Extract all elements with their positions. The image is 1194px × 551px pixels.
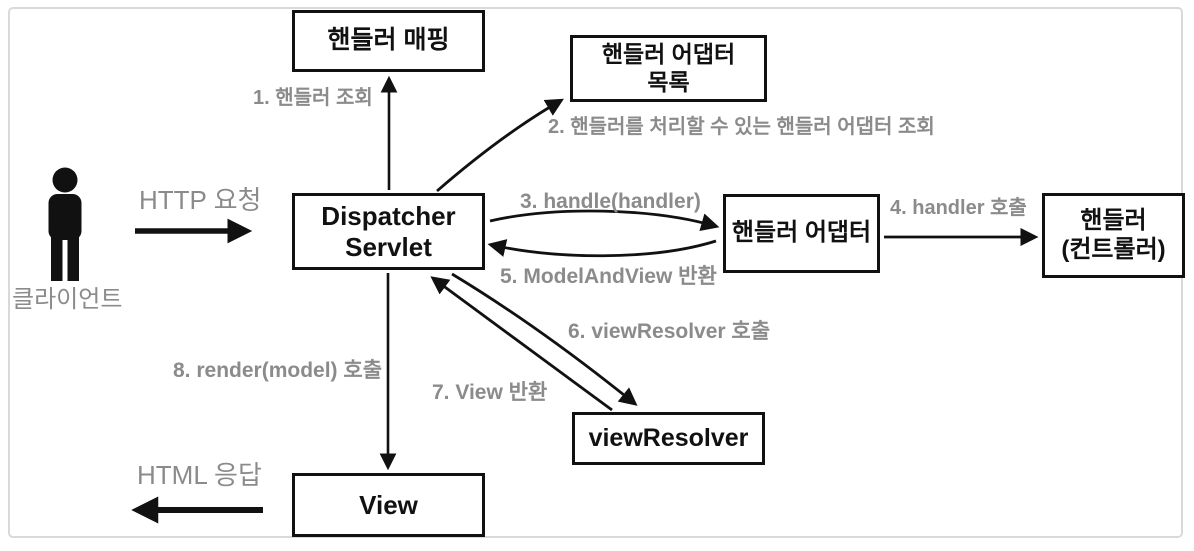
label-step-4: 4. handler 호출 bbox=[890, 197, 1027, 219]
arrow-step-3 bbox=[489, 209, 720, 232]
label-step-6: 6. viewResolver 호출 bbox=[568, 320, 771, 343]
label-step-2: 2. 핸들러를 처리할 수 있는 핸들러 어댑터 조회 bbox=[548, 116, 935, 138]
label-step-8: 8. render(model) 호출 bbox=[173, 359, 383, 382]
node-view-resolver: viewResolver bbox=[572, 412, 765, 465]
arrow-step-5 bbox=[487, 239, 717, 258]
label-html-response: HTML 응답 bbox=[137, 460, 262, 490]
node-dispatcher-servlet: Dispatcher Servlet bbox=[292, 193, 485, 270]
label-step-7: 7. View 반환 bbox=[432, 381, 548, 404]
node-view: View bbox=[292, 473, 485, 537]
label-step-5: 5. ModelAndView 반환 bbox=[500, 265, 717, 288]
node-handler-mapping: 핸들러 매핑 bbox=[292, 10, 485, 72]
node-handler-adapter-list: 핸들러 어댑터 목록 bbox=[570, 35, 767, 102]
label-client: 클라이언트 bbox=[12, 286, 123, 313]
arrow-step-6 bbox=[451, 272, 638, 406]
node-handler-controller: 핸들러 (컨트롤러) bbox=[1042, 193, 1185, 278]
person-icon bbox=[48, 167, 82, 281]
label-http-request: HTTP 요청 bbox=[139, 185, 262, 215]
arrow-step-2 bbox=[436, 98, 564, 193]
label-step-1: 1. 핸들러 조회 bbox=[253, 87, 373, 109]
node-handler-adapter: 핸들러 어댑터 bbox=[723, 194, 880, 273]
arrow-step-7 bbox=[430, 276, 613, 412]
label-step-3: 3. handle(handler) bbox=[520, 190, 701, 213]
